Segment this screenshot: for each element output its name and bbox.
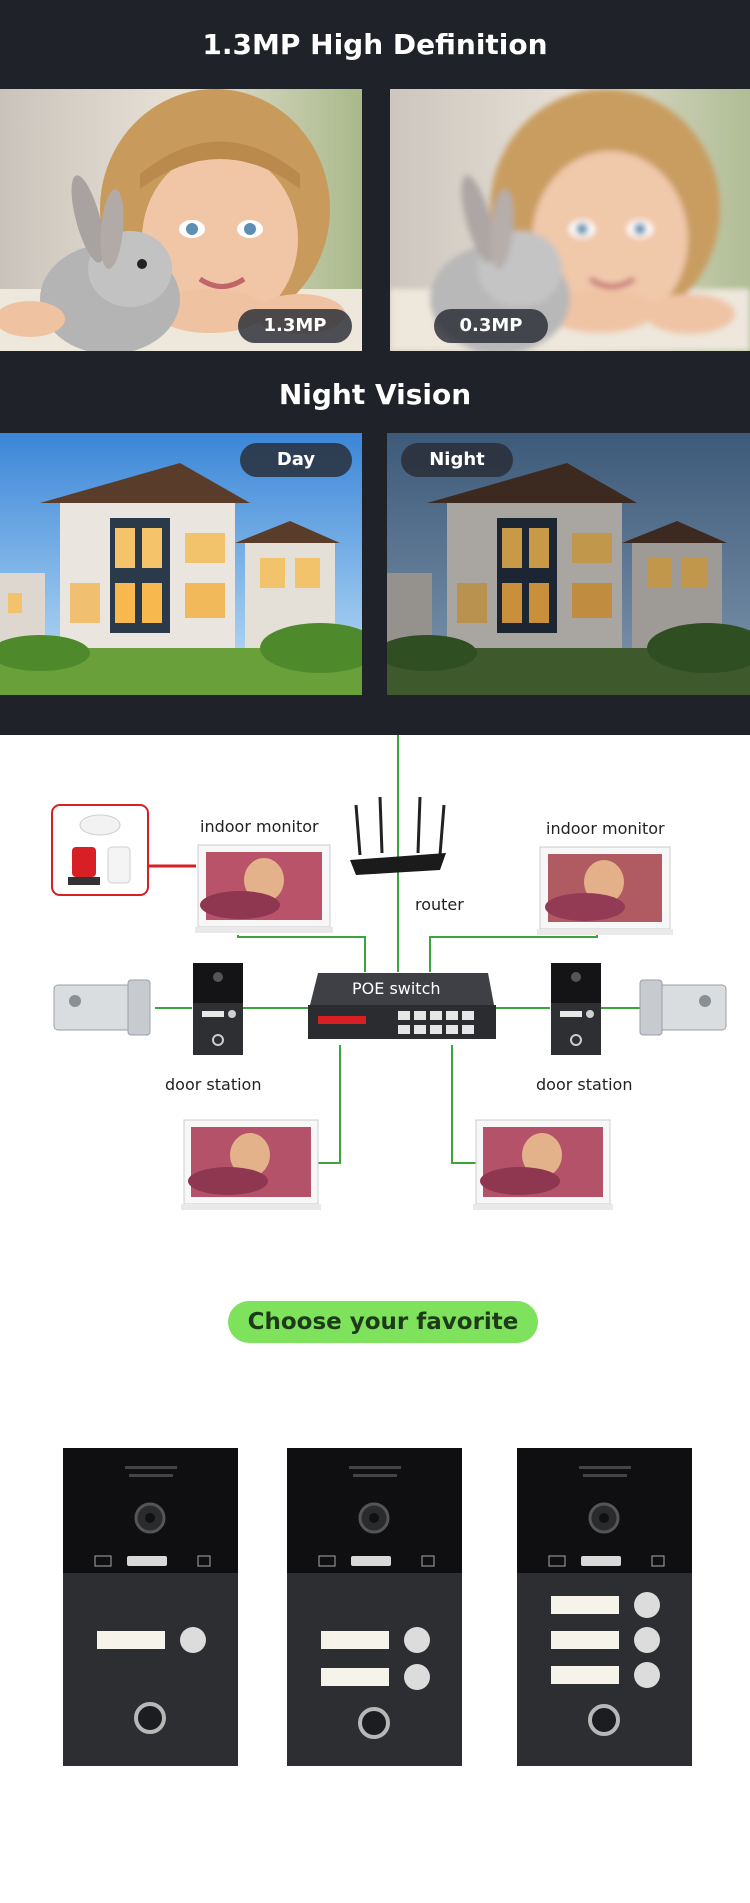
hd-label-blurry: 0.3MP [434,309,548,343]
day-label: Day [240,443,352,477]
choose-favorite-banner: Choose your favorite [228,1301,538,1343]
indoor-monitor-left [195,844,333,933]
door-station-2-buttons [287,1448,462,1766]
hd-photo-sharp: 1.3MP [0,89,362,351]
indoor-monitor-left-label: indoor monitor [200,817,319,836]
comparison-panel: 1.3MP High Definition [0,0,750,735]
day-photo: Day [0,433,362,695]
door-station-left-label: door station [165,1075,262,1094]
router [350,796,446,875]
alarm-accessories [51,804,196,896]
door-station-1-button [63,1448,238,1766]
electric-lock-right [639,979,727,1036]
hd-photo-blurry: 0.3MP [390,89,750,351]
indoor-monitor-bottom-right [473,1119,613,1210]
hd-title: 1.3MP High Definition [202,28,548,61]
door-station-left [193,963,243,1055]
hd-label-sharp: 1.3MP [238,309,352,343]
indoor-monitor-bottom-left [181,1119,321,1210]
poe-switch-label: POE switch [352,979,441,998]
poe-switch [308,973,496,1039]
router-label: router [415,895,464,914]
door-station-right-label: door station [536,1075,633,1094]
indoor-monitor-right [537,846,673,935]
door-station-3-buttons [517,1448,692,1766]
indoor-monitor-right-label: indoor monitor [546,819,665,838]
night-photo: Night [387,433,750,695]
door-station-right [551,963,601,1055]
network-diagram: indoor monitor indoor monitor router POE… [0,735,750,1295]
night-label: Night [401,443,513,477]
night-vision-title: Night Vision [278,378,472,411]
electric-lock-left [53,979,151,1036]
